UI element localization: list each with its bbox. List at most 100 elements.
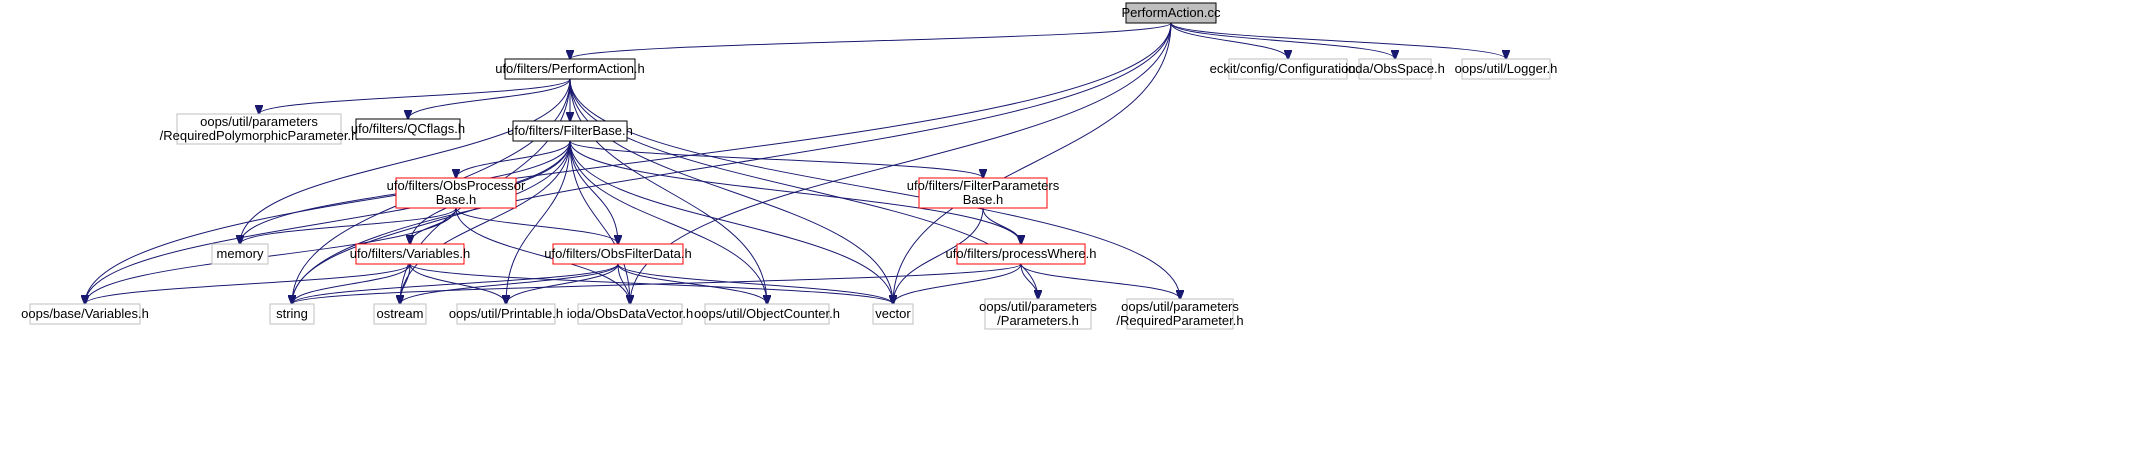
node-box [1126, 298, 1234, 330]
edge-filterbase_h-to-obsprocessor_h [456, 140, 571, 178]
node-box [269, 303, 315, 325]
node-filterbase_h[interactable]: ufo/filters/FilterBase.h [507, 120, 633, 142]
edge-filterbase_h-to-obsfilterdata_h [569, 140, 618, 244]
node-performaction_h[interactable]: ufo/filters/PerformAction.h [495, 58, 645, 80]
node-box [1125, 2, 1217, 24]
edge-filterbase_h-to-obsdatavector_h [569, 140, 630, 304]
edge-root-to-oopsvariables_h [85, 22, 1172, 304]
edge-obsfilterdata_h-to-ostream [400, 263, 619, 304]
edge-obsfilterdata_h-to-printable_h [506, 263, 619, 304]
node-box [176, 113, 342, 145]
edge-processwhere_h-to-vector [893, 263, 1022, 304]
node-parameters_h[interactable]: oops/util/parameters/Parameters.h [979, 298, 1097, 330]
edge-obsprocessor_h-to-memory [240, 207, 457, 244]
node-label: ioda/ObsSpace.h [1345, 61, 1445, 76]
edge-root-to-vector [893, 22, 1172, 304]
node-box [355, 118, 461, 140]
edge-root-to-performaction_h [570, 22, 1172, 59]
edge-obsfilterdata_h-to-string [292, 263, 619, 304]
node-label: Base.h [436, 192, 476, 207]
node-box [395, 177, 517, 209]
node-label: string [276, 306, 308, 321]
edge-root-to-string [292, 22, 1172, 304]
node-qcflags_h[interactable]: ufo/filters/QCflags.h [351, 118, 465, 140]
node-label: ufo/filters/ObsProcessor [387, 178, 526, 193]
node-variables_h[interactable]: ufo/filters/Variables.h [350, 243, 470, 265]
edge-processwhere_h-to-string [292, 263, 1022, 304]
node-memory[interactable]: memory [211, 243, 269, 265]
edge-filterparams_h-to-processwhere_h [982, 207, 1021, 244]
node-label: oops/util/ObjectCounter.h [694, 306, 840, 321]
edge-filterbase_h-to-vector [569, 140, 893, 304]
node-label: vector [875, 306, 911, 321]
edge-filterparams_h-to-vector [893, 207, 984, 304]
node-box [504, 58, 636, 80]
node-reqpoly_h[interactable]: oops/util/parameters/RequiredPolymorphic… [160, 113, 359, 145]
edge-performaction_h-to-qcflags_h [408, 78, 571, 119]
node-oopsvariables_h[interactable]: oops/base/Variables.h [21, 303, 149, 325]
node-box [704, 303, 830, 325]
edge-root-to-logger_h [1170, 22, 1506, 59]
edge-obsprocessor_h-to-obsdatavector_h [455, 207, 630, 304]
node-obsfilterdata_h[interactable]: ufo/filters/ObsFilterData.h [544, 243, 692, 265]
edge-obsfilterdata_h-to-vector [617, 263, 893, 304]
node-box [956, 243, 1086, 265]
edge-obsfilterdata_h-to-objectcounter_h [617, 263, 767, 304]
node-label: ufo/filters/FilterBase.h [507, 123, 633, 138]
node-box [512, 120, 628, 142]
node-box [355, 243, 465, 265]
node-label: oops/util/parameters [979, 299, 1097, 314]
node-label: PerformAction.cc [1122, 5, 1221, 20]
node-label: ufo/filters/ObsFilterData.h [544, 246, 691, 261]
edge-obsprocessor_h-to-oopsvariables_h [85, 207, 457, 304]
node-processwhere_h[interactable]: ufo/filters/processWhere.h [945, 243, 1097, 265]
node-configuration_h[interactable]: eckit/config/Configuration.h [1210, 58, 1367, 80]
node-objectcounter_h[interactable]: oops/util/ObjectCounter.h [694, 303, 840, 325]
node-string[interactable]: string [269, 303, 315, 325]
node-reqparam_h[interactable]: oops/util/parameters/RequiredParameter.h [1116, 298, 1244, 330]
node-label: oops/util/parameters [200, 114, 318, 129]
edge-filterbase_h-to-string [292, 140, 571, 304]
edge-filterbase_h-to-processwhere_h [569, 140, 1021, 244]
node-label: ufo/filters/QCflags.h [351, 121, 465, 136]
node-label: /RequiredParameter.h [1116, 313, 1243, 328]
node-logger_h[interactable]: oops/util/Logger.h [1455, 58, 1558, 80]
node-label: eckit/config/Configuration.h [1210, 61, 1367, 76]
edge-root-to-configuration_h [1170, 22, 1288, 59]
node-box [577, 303, 683, 325]
node-label: oops/util/parameters [1121, 299, 1239, 314]
edge-performaction_h-to-objectcounter_h [569, 78, 767, 304]
node-box [552, 243, 684, 265]
node-label: memory [217, 246, 264, 261]
node-label: /Parameters.h [997, 313, 1079, 328]
node-obsdatavector_h[interactable]: ioda/ObsDataVector.h [567, 303, 693, 325]
edge-processwhere_h-to-parameters_h [1020, 263, 1038, 299]
edge-filterbase_h-to-filterparams_h [569, 140, 983, 178]
node-box [1228, 58, 1348, 80]
edge-obsfilterdata_h-to-obsdatavector_h [617, 263, 630, 304]
edge-filterbase_h-to-oopsvariables_h [85, 140, 571, 304]
node-label: oops/util/Logger.h [1455, 61, 1558, 76]
edge-variables_h-to-string [292, 263, 411, 304]
node-box [984, 298, 1092, 330]
edge-obsprocessor_h-to-obsfilterdata_h [455, 207, 618, 244]
node-box [373, 303, 427, 325]
edge-root-to-obsdatavector_h [630, 22, 1172, 304]
node-ostream[interactable]: ostream [373, 303, 427, 325]
node-label: ostream [377, 306, 424, 321]
node-printable_h[interactable]: oops/util/Printable.h [449, 303, 563, 325]
node-label: Base.h [963, 192, 1003, 207]
edge-root-to-obsspace_h [1170, 22, 1395, 59]
node-label: ufo/filters/processWhere.h [945, 246, 1096, 261]
node-vector[interactable]: vector [872, 303, 914, 325]
edge-performaction_h-to-memory [240, 78, 571, 244]
node-label: /RequiredPolymorphicParameter.h [160, 128, 359, 143]
node-label: ufo/filters/PerformAction.h [495, 61, 645, 76]
edge-variables_h-to-oopsvariables_h [85, 263, 411, 304]
node-obsspace_h[interactable]: ioda/ObsSpace.h [1345, 58, 1445, 80]
node-box [872, 303, 914, 325]
node-label: ufo/filters/Variables.h [350, 246, 470, 261]
